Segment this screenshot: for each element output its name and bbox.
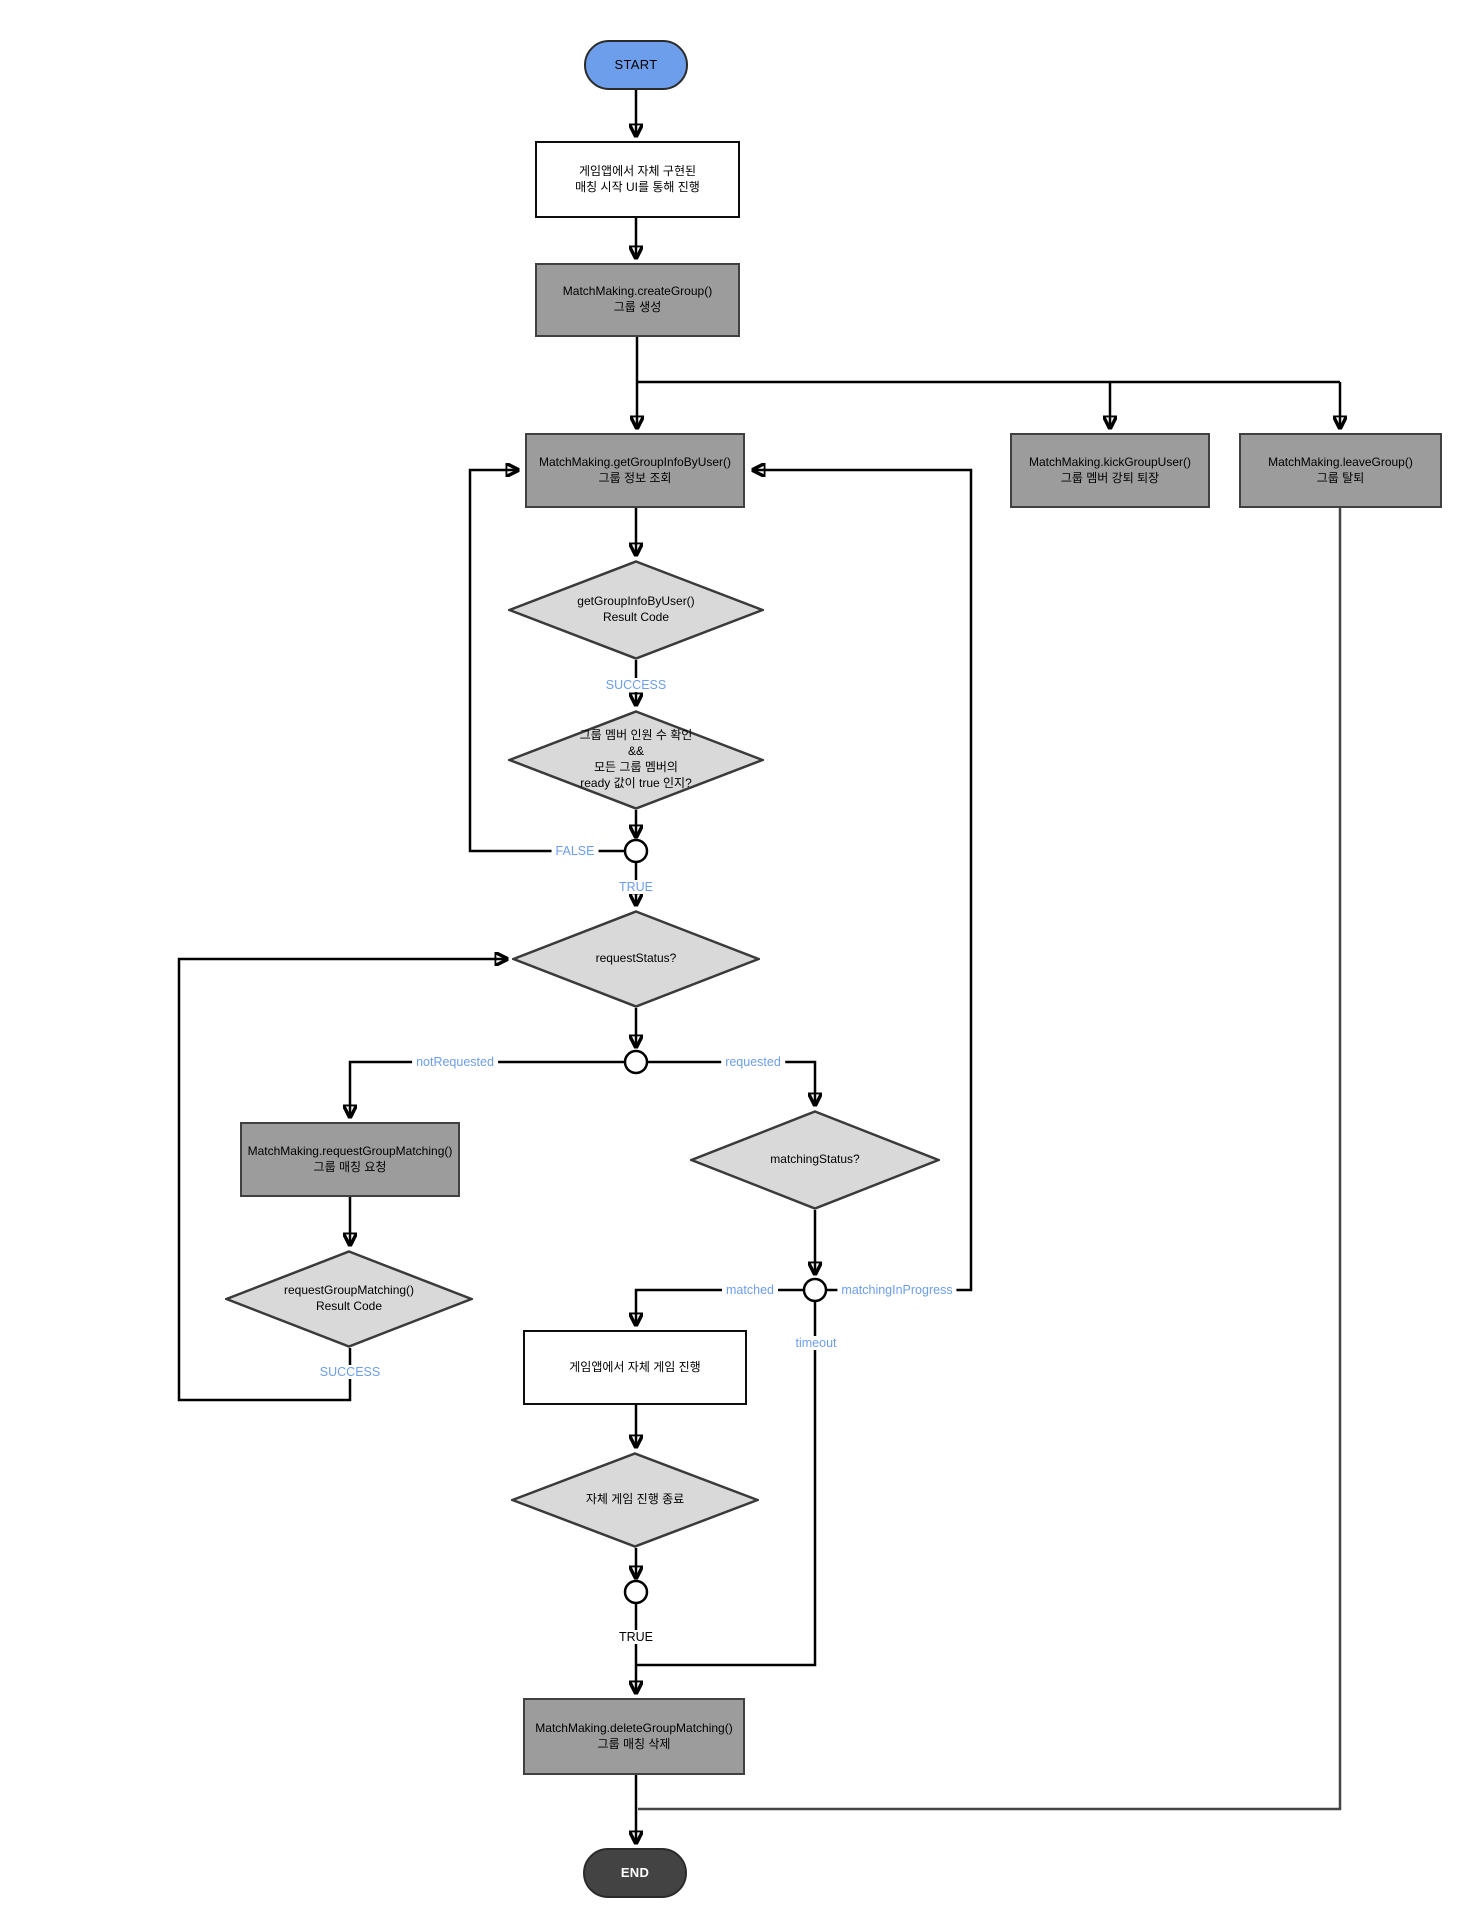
- request-group-matching-result-decision: requestGroupMatching() Result Code: [225, 1250, 473, 1348]
- edge-label-success-request: SUCCESS: [315, 1365, 385, 1379]
- connector-junction-circle: [623, 1579, 649, 1605]
- game-play-node: 게임앱에서 자체 게임 진행: [523, 1330, 747, 1405]
- get-group-info-result-decision: getGroupInfoByUser() Result Code: [508, 560, 764, 660]
- edge-label-true: TRUE: [614, 880, 658, 894]
- game-end-decision: 자체 게임 진행 종료: [511, 1452, 759, 1548]
- edge-label-false: FALSE: [551, 844, 599, 858]
- edge-success-loop: [177, 959, 507, 1402]
- edge-label-matched: matched: [722, 1283, 778, 1297]
- ui-entry-node: 게임앱에서 자체 구현된 매칭 시작 UI를 통해 진행: [535, 141, 740, 218]
- delete-group-matching-node: MatchMaking.deleteGroupMatching() 그룹 매칭 …: [523, 1698, 745, 1775]
- end-node: END: [583, 1848, 687, 1898]
- edge-requested: [647, 1060, 815, 1105]
- leave-group-node: MatchMaking.leaveGroup() 그룹 탈퇴: [1239, 433, 1442, 508]
- edge-label-timeout: timeout: [791, 1336, 841, 1350]
- edge-label-success: SUCCESS: [601, 678, 671, 692]
- edge-notrequested: [350, 1060, 625, 1117]
- edge-label-notrequested: notRequested: [412, 1055, 498, 1069]
- connector-junction-circle: [802, 1277, 828, 1303]
- edge-timeout: [637, 1301, 817, 1667]
- kick-group-user-node: MatchMaking.kickGroupUser() 그룹 멤버 강퇴 퇴장: [1010, 433, 1210, 508]
- request-status-decision: requestStatus?: [512, 910, 760, 1008]
- start-node: START: [584, 40, 688, 90]
- member-ready-check-decision: 그룹 멤버 인원 수 확인 && 모든 그룹 멤버의 ready 값이 true…: [508, 710, 764, 810]
- connector-junction-circle: [623, 1049, 649, 1075]
- edge-leavegroup-return: [638, 508, 1342, 1811]
- edge-label-requested: requested: [721, 1055, 785, 1069]
- edge-false-loop: [468, 470, 625, 853]
- edge-label-matchinginprogress: matchingInProgress: [837, 1283, 957, 1297]
- edge-label-true-game-end: TRUE: [614, 1630, 658, 1644]
- edge-matched: [636, 1288, 804, 1325]
- connector-junction-circle: [623, 838, 649, 864]
- get-group-info-node: MatchMaking.getGroupInfoByUser() 그룹 정보 조…: [525, 433, 745, 508]
- request-group-matching-node: MatchMaking.requestGroupMatching() 그룹 매칭…: [240, 1122, 460, 1197]
- create-group-node: MatchMaking.createGroup() 그룹 생성: [535, 263, 740, 337]
- matching-status-decision: matchingStatus?: [690, 1110, 940, 1210]
